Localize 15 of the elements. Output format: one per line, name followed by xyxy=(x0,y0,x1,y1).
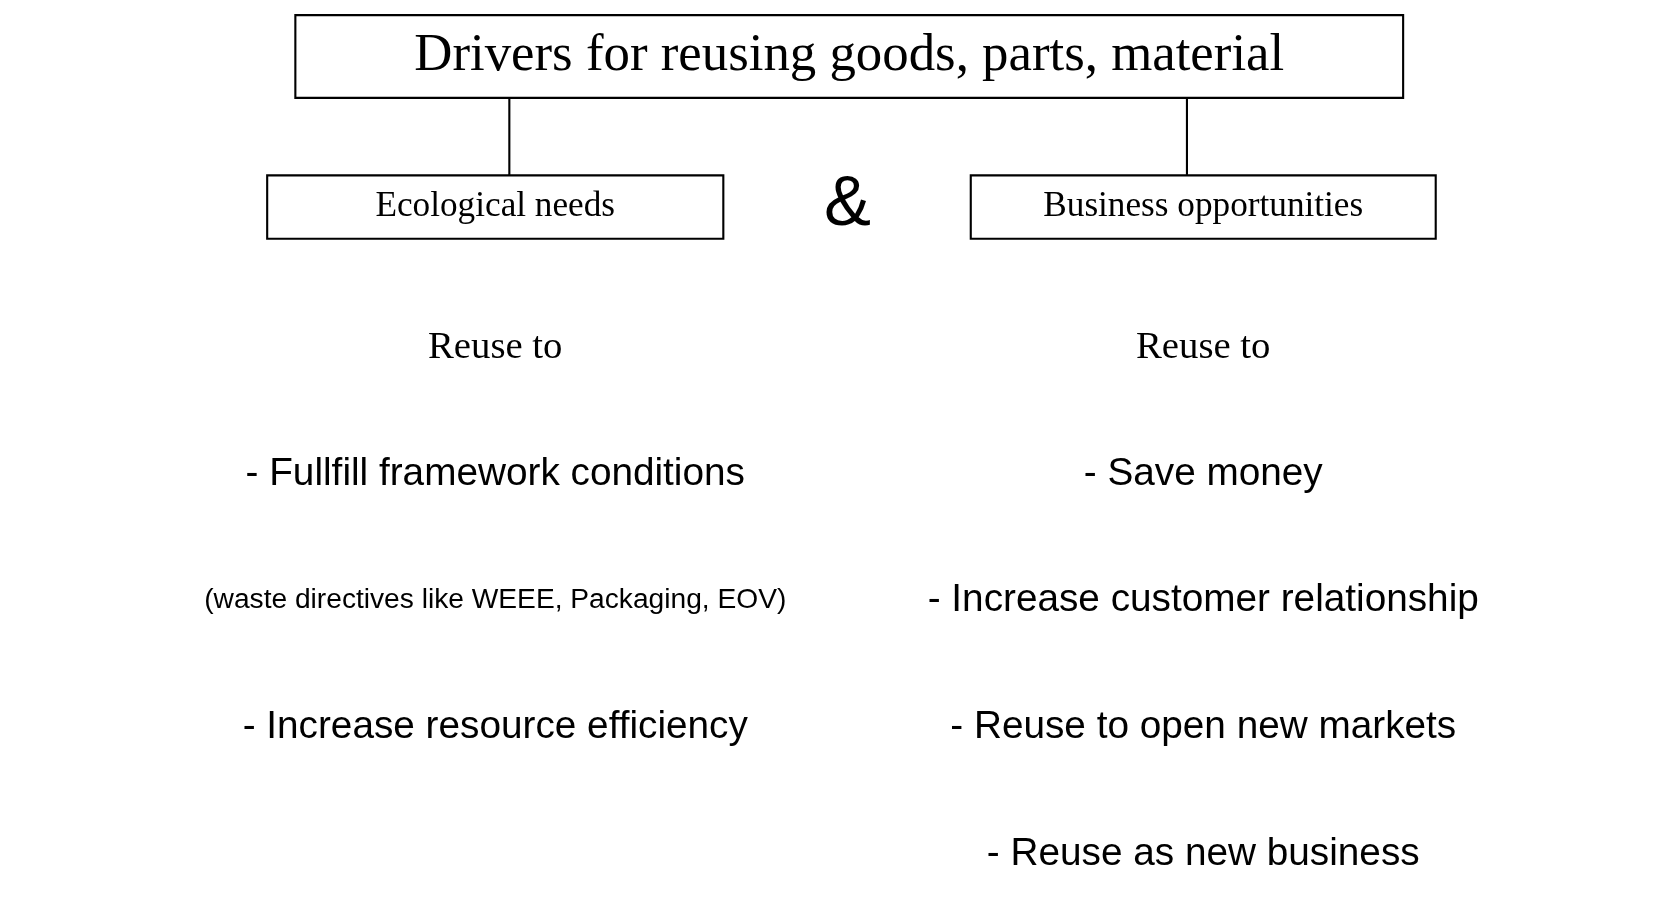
label: - Save money xyxy=(1083,449,1323,493)
label: Reuse to xyxy=(427,322,562,366)
node-box: Ecological needs xyxy=(265,174,724,240)
node-box: Drivers for reusing goods, parts, material xyxy=(293,14,1404,99)
connector xyxy=(507,98,510,175)
label: (waste directives like WEEE, Packaging, EOV) xyxy=(203,582,786,615)
label: - Increase resource efficiency xyxy=(242,703,748,747)
label: & xyxy=(823,160,871,240)
label: - Reuse as new business xyxy=(986,830,1420,874)
label: - Reuse to open new markets xyxy=(949,703,1456,747)
label: - Increase customer relationship xyxy=(927,576,1479,620)
node-box: Business opportunities xyxy=(969,174,1437,240)
connector xyxy=(1185,98,1188,175)
label: Reuse to xyxy=(1135,322,1270,366)
label: - Fullfill framework conditions xyxy=(245,449,745,493)
